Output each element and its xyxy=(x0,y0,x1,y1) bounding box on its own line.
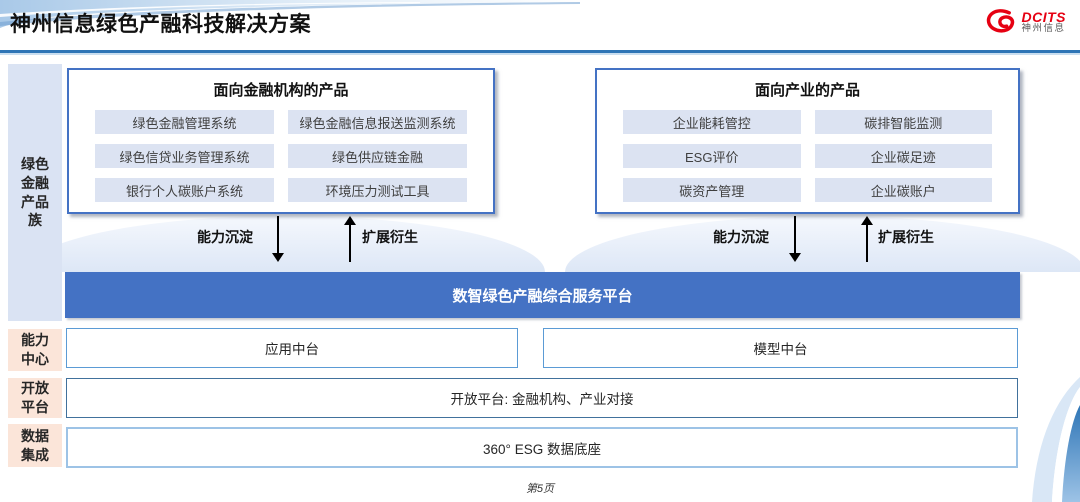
flow-label-capability-settle: 能力沉淀 xyxy=(713,229,769,245)
dome-decoration-left xyxy=(25,216,545,272)
rail-data-integration: 数据集成 xyxy=(8,424,62,467)
product-chip: 碳排智能监测 xyxy=(814,110,992,134)
rail-label: 数据集成 xyxy=(21,427,49,463)
dcits-swirl-icon xyxy=(986,9,1014,33)
page-title: 神州信息绿色产融科技解决方案 xyxy=(10,13,311,36)
product-chip: 绿色金融信息报送监测系统 xyxy=(288,110,467,134)
company-logo: DCITS 神州信息 xyxy=(982,7,1067,37)
flow-label-capability-settle: 能力沉淀 xyxy=(197,229,253,245)
industry-products-box: 面向产业的产品 企业能耗管控 碳排智能监测 ESG评价 企业碳足迹 碳资产管理 … xyxy=(595,68,1020,214)
rail-open-platform: 开放平台 xyxy=(8,378,62,418)
application-middle-platform-box: 应用中台 xyxy=(66,328,518,368)
rail-capability-center: 能力中心 xyxy=(8,329,62,371)
rail-label: 开放平台 xyxy=(21,380,49,415)
arrow-down-icon xyxy=(272,216,284,262)
arrow-down-icon xyxy=(789,216,801,262)
product-chip: 碳资产管理 xyxy=(623,178,801,202)
product-chip: 绿色金融管理系统 xyxy=(95,110,274,134)
logo-brand-label: DCITS xyxy=(1021,8,1066,25)
product-chip: 环境压力测试工具 xyxy=(288,178,467,202)
model-middle-platform-box: 模型中台 xyxy=(543,328,1018,368)
finance-products-box: 面向金融机构的产品 绿色金融管理系统 绿色金融信息报送监测系统 绿色信贷业务管理… xyxy=(67,68,495,214)
dome-decoration-right xyxy=(565,216,1080,272)
product-chip: ESG评价 xyxy=(623,144,801,168)
header-divider-soft xyxy=(0,53,1080,55)
finance-products-title: 面向金融机构的产品 xyxy=(213,82,349,99)
logo-text: DCITS 神州信息 xyxy=(1021,8,1067,35)
product-chip: 绿色信贷业务管理系统 xyxy=(95,144,274,168)
finance-products-grid: 绿色金融管理系统 绿色金融信息报送监测系统 绿色信贷业务管理系统 绿色供应链金融… xyxy=(69,100,493,202)
product-chip: 企业碳账户 xyxy=(814,178,992,202)
flow-label-expand-derive: 扩展衍生 xyxy=(362,229,418,245)
platform-bar: 数智绿色产融综合服务平台 xyxy=(65,272,1020,318)
open-platform-box: 开放平台: 金融机构、产业对接 xyxy=(66,378,1018,418)
arrow-up-icon xyxy=(861,216,873,262)
product-chip: 企业能耗管控 xyxy=(623,110,801,134)
rail-green-finance-product-family: 绿色金融产品族 xyxy=(8,64,62,321)
product-chip: 银行个人碳账户系统 xyxy=(95,178,274,202)
industry-products-grid: 企业能耗管控 碳排智能监测 ESG评价 企业碳足迹 碳资产管理 企业碳账户 xyxy=(597,100,1018,202)
industry-products-title: 面向产业的产品 xyxy=(754,82,860,99)
rail-label: 能力中心 xyxy=(21,332,49,367)
flow-label-expand-derive: 扩展衍生 xyxy=(878,229,934,245)
page-number: 第5页 xyxy=(525,483,555,495)
header-divider xyxy=(0,50,1080,53)
product-chip: 企业碳足迹 xyxy=(814,144,992,168)
esg-data-base-box: 360° ESG 数据底座 xyxy=(66,427,1018,468)
arrow-up-icon xyxy=(344,216,356,262)
product-chip: 绿色供应链金融 xyxy=(288,144,467,168)
rail-label: 绿色金融产品族 xyxy=(21,155,49,229)
logo-company-label: 神州信息 xyxy=(1021,23,1066,35)
